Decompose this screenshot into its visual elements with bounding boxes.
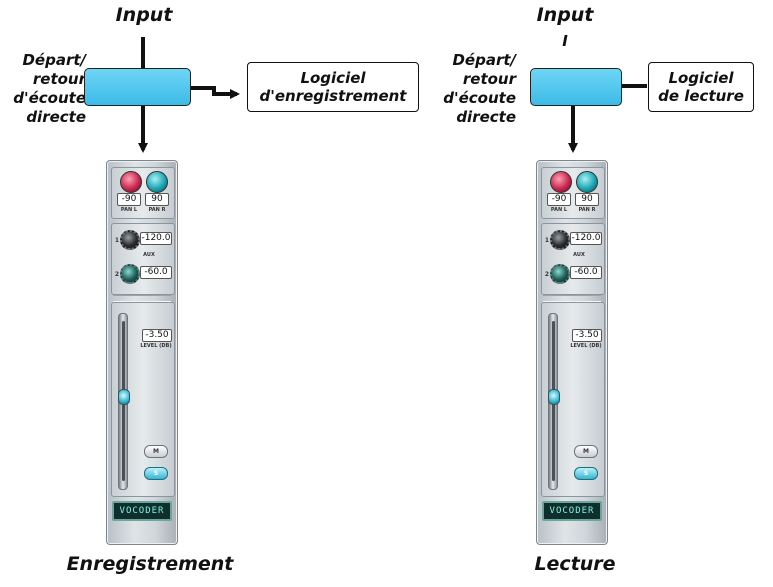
level-label: LEVEL (DB) (140, 343, 172, 349)
pan-right-label: PAN R (578, 207, 596, 213)
aux1-value[interactable]: -120.0 (140, 232, 172, 245)
aux2-index: 2 (114, 271, 120, 278)
aux2-knob[interactable] (550, 264, 570, 284)
pan-right-label: PAN R (148, 207, 166, 213)
aux2-knob[interactable] (120, 264, 140, 284)
fader-section: -3.50 LEVEL (DB) M S (111, 302, 175, 497)
plugin-slot[interactable]: VOCODER (112, 501, 172, 521)
right-input-label: Input (536, 4, 594, 26)
aux1-knob[interactable] (120, 230, 140, 250)
pan-left-label: PAN L (550, 207, 568, 213)
right-software-box: Logiciel de lecture (648, 62, 754, 112)
pan-left-label: PAN L (120, 207, 138, 213)
left-mixer-strip: -90 90 PAN L PAN R 1 -120.0 AUX 2 -60.0 … (106, 160, 178, 545)
left-software-box: Logiciel d'enregistrement (247, 62, 419, 112)
right-input-marker: I (562, 32, 568, 50)
level-value[interactable]: -3.50 (142, 329, 172, 342)
level-fader-thumb[interactable] (548, 389, 560, 405)
right-mixer-strip: -90 90 PAN L PAN R 1 -120.0 AUX 2 -60.0 … (536, 160, 608, 545)
pan-section: -90 90 PAN L PAN R (541, 167, 605, 219)
aux-section: 1 -120.0 AUX 2 -60.0 (541, 223, 605, 295)
right-caption: Lecture (534, 553, 616, 575)
panel-divider (543, 295, 601, 302)
aux1-knob[interactable] (550, 230, 570, 250)
pan-section: -90 90 PAN L PAN R (111, 167, 175, 219)
pan-left-knob[interactable] (120, 171, 142, 193)
plugin-slot[interactable]: VOCODER (542, 501, 602, 521)
aux1-index: 1 (114, 237, 120, 244)
left-input-label: Input (115, 4, 173, 26)
pan-right-knob[interactable] (576, 171, 598, 193)
aux-section: 1 -120.0 AUX 2 -60.0 (111, 223, 175, 295)
aux2-value[interactable]: -60.0 (570, 266, 602, 279)
panel-divider (113, 295, 171, 302)
aux2-index: 2 (544, 271, 550, 278)
aux1-index: 1 (544, 237, 550, 244)
pan-left-value[interactable]: -90 (117, 193, 141, 206)
level-value[interactable]: -3.50 (572, 329, 602, 342)
left-monitor-label: Départ/ retour d'écoute directe (13, 51, 86, 126)
fader-section: -3.50 LEVEL (DB) M S (541, 302, 605, 497)
solo-button[interactable]: S (574, 467, 598, 480)
left-caption: Enregistrement (66, 553, 234, 575)
aux1-value[interactable]: -120.0 (570, 232, 602, 245)
pan-right-value[interactable]: 90 (575, 193, 599, 206)
mute-button[interactable]: M (574, 445, 598, 458)
aux-label: AUX (143, 252, 155, 258)
pan-right-value[interactable]: 90 (145, 193, 169, 206)
pan-right-knob[interactable] (146, 171, 168, 193)
right-direct-monitor-box (530, 68, 622, 106)
aux-label: AUX (573, 252, 585, 258)
solo-button[interactable]: S (144, 467, 168, 480)
mute-button[interactable]: M (144, 445, 168, 458)
left-direct-monitor-box (84, 68, 191, 106)
level-label: LEVEL (DB) (570, 343, 602, 349)
aux2-value[interactable]: -60.0 (140, 266, 172, 279)
right-monitor-label: Départ/ retour d'écoute directe (443, 51, 516, 126)
level-fader-thumb[interactable] (118, 389, 130, 405)
pan-left-knob[interactable] (550, 171, 572, 193)
pan-left-value[interactable]: -90 (547, 193, 571, 206)
